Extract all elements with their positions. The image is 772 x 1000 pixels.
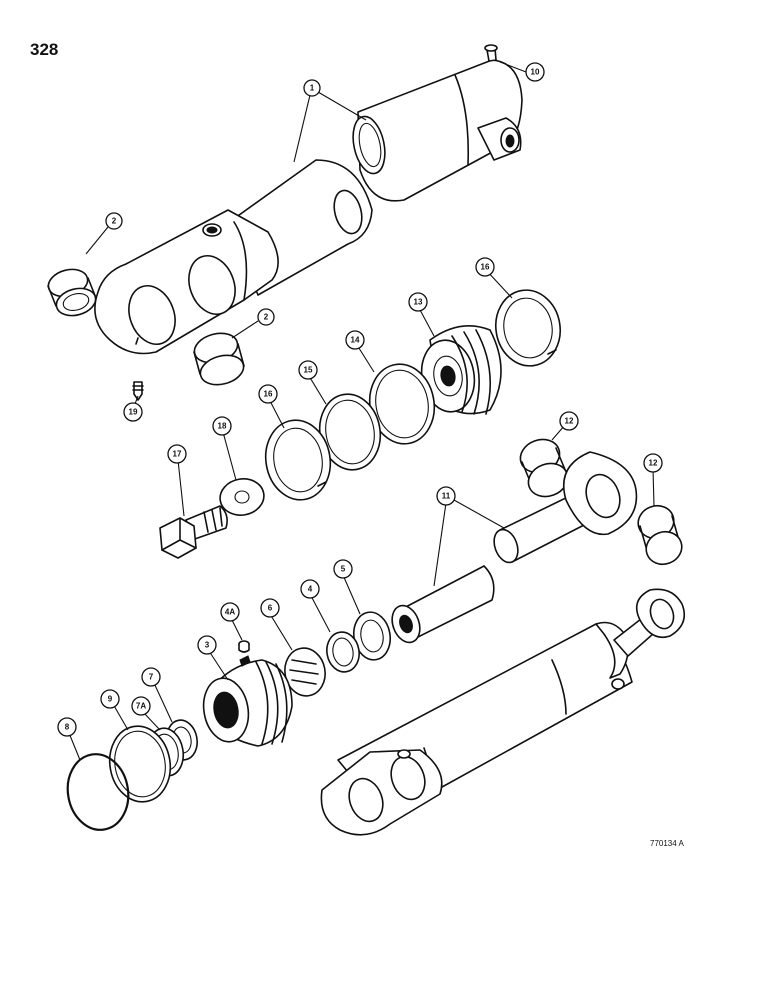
backup-ring-4 bbox=[326, 631, 360, 673]
callout-11: 11 bbox=[436, 486, 456, 506]
page-number: 328 bbox=[30, 40, 59, 59]
callout-15: 15 bbox=[298, 360, 318, 380]
callout-7a: 7A bbox=[131, 696, 151, 716]
callout-13: 13 bbox=[408, 292, 428, 312]
callout-label: 1 bbox=[310, 84, 315, 93]
callout-18: 18 bbox=[212, 416, 232, 436]
callout-label: 7 bbox=[149, 673, 154, 682]
piston-13 bbox=[420, 324, 502, 415]
o-ring-8 bbox=[66, 753, 130, 831]
callout-label: 18 bbox=[218, 422, 227, 431]
callout-label: 7A bbox=[136, 702, 146, 711]
callout-label: 16 bbox=[264, 390, 273, 399]
barrel-upper-section bbox=[352, 59, 523, 202]
leader-lines bbox=[68, 61, 655, 761]
callout-label: 6 bbox=[268, 604, 273, 613]
callout-label: 8 bbox=[65, 723, 70, 732]
callout-9: 9 bbox=[100, 689, 120, 709]
callout-label: 2 bbox=[264, 313, 269, 322]
callout-label: 19 bbox=[129, 408, 138, 417]
barrel-lower-section bbox=[94, 159, 373, 355]
assembled-cylinder bbox=[320, 588, 686, 836]
callout-label: 16 bbox=[481, 263, 490, 272]
callout-label: 9 bbox=[108, 695, 113, 704]
bushing-2-left bbox=[47, 268, 97, 317]
seal-6 bbox=[284, 647, 326, 697]
callout-8: 8 bbox=[57, 717, 77, 737]
callout-label: 11 bbox=[442, 492, 451, 501]
callout-7: 7 bbox=[141, 667, 161, 687]
callout-17: 17 bbox=[167, 444, 187, 464]
gland-3 bbox=[202, 655, 293, 747]
callout-6: 6 bbox=[260, 598, 280, 618]
drawing-code: 770134 A bbox=[650, 839, 684, 848]
bushing-12-upper bbox=[519, 438, 569, 498]
callout-label: 15 bbox=[304, 366, 313, 375]
callout-3: 3 bbox=[197, 635, 217, 655]
callout-5: 5 bbox=[333, 559, 353, 579]
bushing-12-lower bbox=[637, 504, 683, 566]
callout-label: 12 bbox=[649, 459, 658, 468]
callout-12-lower: 12 bbox=[643, 453, 663, 473]
bushing-2-right bbox=[193, 332, 245, 386]
callout-4: 4 bbox=[300, 579, 320, 599]
backup-ring-15 bbox=[318, 393, 382, 471]
piston-ring-16-right bbox=[495, 289, 561, 367]
callout-label: 13 bbox=[414, 298, 423, 307]
piston-ring-16-left bbox=[264, 419, 332, 501]
washer-18 bbox=[219, 478, 265, 516]
callout-label: 2 bbox=[112, 217, 117, 226]
callout-12-upper: 12 bbox=[559, 411, 579, 431]
set-screw-4a bbox=[238, 640, 250, 653]
grease-fitting-19 bbox=[132, 381, 144, 401]
callout-label: 4 bbox=[308, 585, 313, 594]
callout-1: 1 bbox=[303, 79, 321, 97]
bolt-10 bbox=[484, 44, 498, 62]
callout-4a: 4A bbox=[220, 602, 240, 622]
callout-16-left: 16 bbox=[258, 384, 278, 404]
wear-ring-14 bbox=[368, 363, 436, 445]
callout-10: 10 bbox=[525, 62, 545, 82]
callout-label: 5 bbox=[341, 565, 346, 574]
callout-label: 14 bbox=[351, 336, 360, 345]
bolt-17 bbox=[159, 505, 228, 559]
callout-19: 19 bbox=[123, 402, 143, 422]
rod-11 bbox=[391, 451, 638, 644]
callout-2-left: 2 bbox=[105, 212, 123, 230]
callout-16-right: 16 bbox=[475, 257, 495, 277]
callout-label: 3 bbox=[205, 641, 210, 650]
callout-label: 4A bbox=[225, 608, 235, 617]
o-ring-9 bbox=[108, 725, 172, 803]
callout-2-right: 2 bbox=[257, 308, 275, 326]
callout-14: 14 bbox=[345, 330, 365, 350]
callout-label: 10 bbox=[531, 68, 540, 77]
callout-label: 12 bbox=[565, 417, 574, 426]
callout-label: 17 bbox=[173, 450, 182, 459]
